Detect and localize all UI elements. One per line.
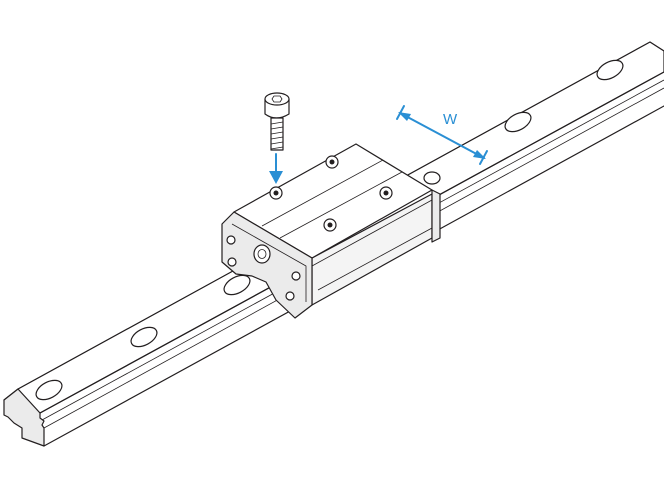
rail-hole-3 [223,274,251,296]
carriage-top-band-2 [279,171,403,239]
width-dimension [396,105,488,165]
width-arrow-head-right [473,150,486,159]
carriage-rear-seal [431,189,441,243]
rail-hole-1 [35,379,63,401]
screw-head-top [264,92,290,106]
rail-hole-4 [504,111,532,133]
rear-boss [423,171,441,185]
carriage-hole-3-core [327,222,333,228]
carriage-side-line-2 [317,227,433,291]
carriage-side-line-1 [311,199,433,267]
width-extension-right [479,150,488,165]
carriage-end-inner [231,223,307,302]
carriage-hole-1-core [273,190,279,196]
width-arrow-head-left [398,112,411,121]
end-screw-1 [226,235,236,245]
width-dimension-line [399,112,485,159]
width-extension-left [396,105,405,120]
rail-hole-2 [130,326,158,348]
carriage-top-band-1 [261,159,384,227]
screw-hex-socket [271,95,283,103]
screw-threads [270,121,284,150]
rail-hole-5 [596,59,624,81]
rail-far-end [649,41,664,52]
width-dimension-label: W [443,111,458,128]
grease-port-inner [257,249,267,259]
grease-port [253,244,271,264]
end-screw-3 [291,271,301,281]
insert-arrow-head [269,171,283,184]
carriage-hole-2-core [329,159,335,165]
rail-end-profile [3,388,45,447]
insert-arrow [269,153,283,184]
carriage-block [221,143,441,319]
cap-screw [264,92,290,151]
end-screw-4 [285,291,295,301]
end-screw-2 [227,257,237,267]
carriage-hole-4-core [383,190,389,196]
